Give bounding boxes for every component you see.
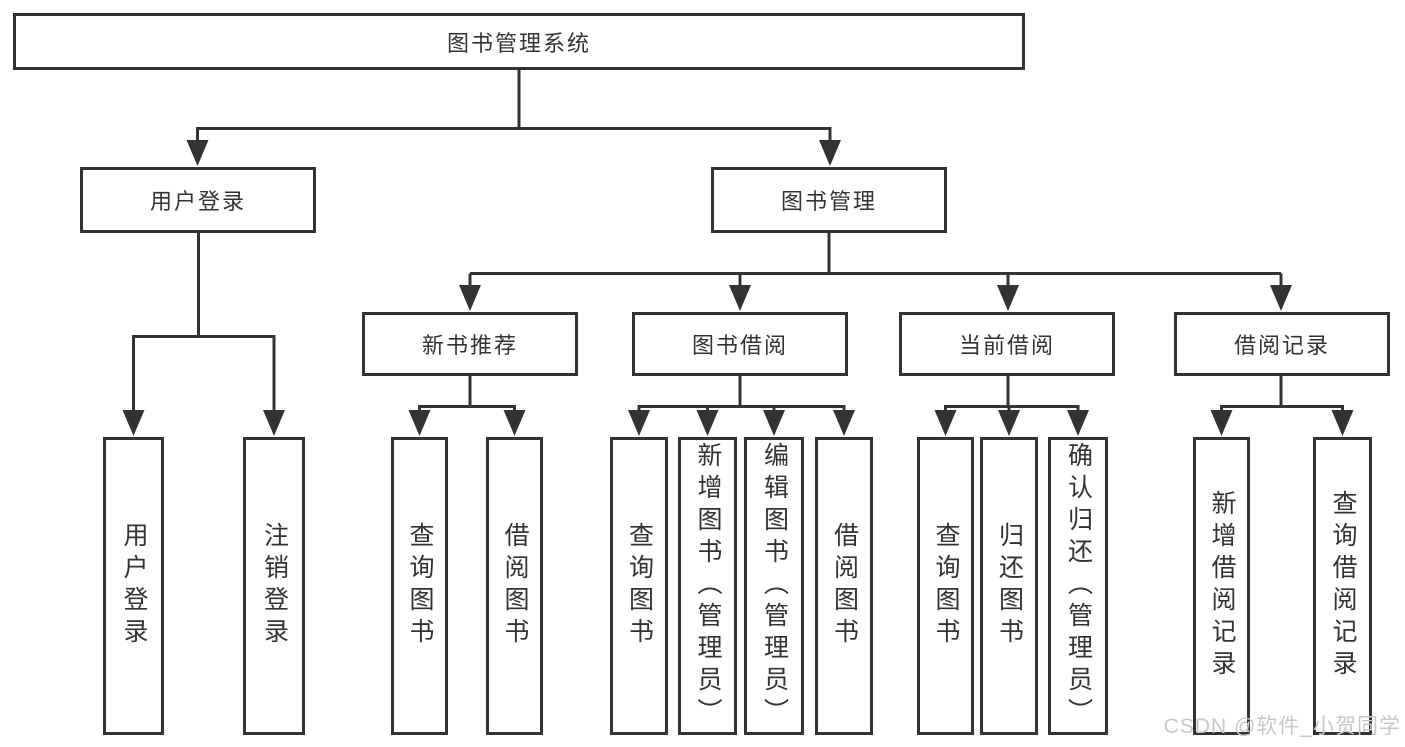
leaf-logout-label: 注销登录 (260, 522, 289, 650)
leaf-add-books-admin-label: 新增图书（管理员） (694, 442, 722, 730)
leaf-add-borrow-record-label: 新增借阅记录 (1208, 490, 1236, 682)
leaf-add-borrow-record: 新增借阅记录 (1193, 437, 1250, 735)
leaf-logout: 注销登录 (243, 437, 305, 735)
leaf-confirm-return-admin-label: 确认归还（管理员） (1064, 442, 1093, 730)
leaf-recommend-query-books: 查询图书 (391, 437, 448, 735)
leaf-user-login-label: 用户登录 (120, 522, 148, 650)
node-current-borrowing-label: 当前借阅 (958, 333, 1055, 358)
node-current-borrowing: 当前借阅 (899, 312, 1115, 376)
leaf-borrowing-query-books: 查询图书 (610, 437, 668, 735)
node-user-login: 用户登录 (80, 167, 316, 233)
leaf-current-query-books: 查询图书 (917, 437, 974, 735)
csdn-watermark: CSDN @软件_小贺同学 (1163, 715, 1401, 738)
leaf-add-books-admin: 新增图书（管理员） (678, 437, 737, 735)
leaf-current-query-books-label: 查询图书 (932, 522, 960, 650)
leaf-edit-books-admin-label: 编辑图书（管理员） (760, 442, 789, 730)
leaf-recommend-borrow-books-label: 借阅图书 (501, 522, 529, 650)
leaf-query-borrow-record-label: 查询借阅记录 (1329, 490, 1357, 682)
node-book-borrowing-label: 图书借阅 (691, 333, 788, 358)
node-root: 图书管理系统 (13, 13, 1025, 70)
leaf-borrowing-query-books-label: 查询图书 (625, 522, 654, 650)
leaf-user-login: 用户登录 (103, 437, 164, 735)
node-new-book-recommend-label: 新书推荐 (421, 333, 518, 358)
leaf-borrowing-borrow-books: 借阅图书 (815, 437, 873, 735)
leaf-borrowing-borrow-books-label: 借阅图书 (830, 522, 859, 650)
leaf-edit-books-admin: 编辑图书（管理员） (744, 437, 804, 735)
node-new-book-recommend: 新书推荐 (362, 312, 578, 376)
leaf-query-borrow-record: 查询借阅记录 (1313, 437, 1372, 735)
arrowhead-icons (122, 140, 1354, 436)
node-book-borrowing: 图书借阅 (632, 312, 848, 376)
node-borrowing-records: 借阅记录 (1174, 312, 1390, 376)
node-book-management: 图书管理 (711, 167, 947, 233)
leaf-return-books-label: 归还图书 (995, 522, 1024, 650)
node-borrowing-records-label: 借阅记录 (1233, 333, 1330, 358)
node-book-management-label: 图书管理 (780, 189, 877, 214)
leaf-recommend-query-books-label: 查询图书 (406, 522, 434, 650)
node-user-login-label: 用户登录 (149, 189, 246, 214)
leaf-return-books: 归还图书 (980, 437, 1038, 735)
leaf-confirm-return-admin: 确认归还（管理员） (1048, 437, 1108, 735)
node-root-label: 图书管理系统 (446, 30, 591, 56)
leaf-recommend-borrow-books: 借阅图书 (486, 437, 543, 735)
